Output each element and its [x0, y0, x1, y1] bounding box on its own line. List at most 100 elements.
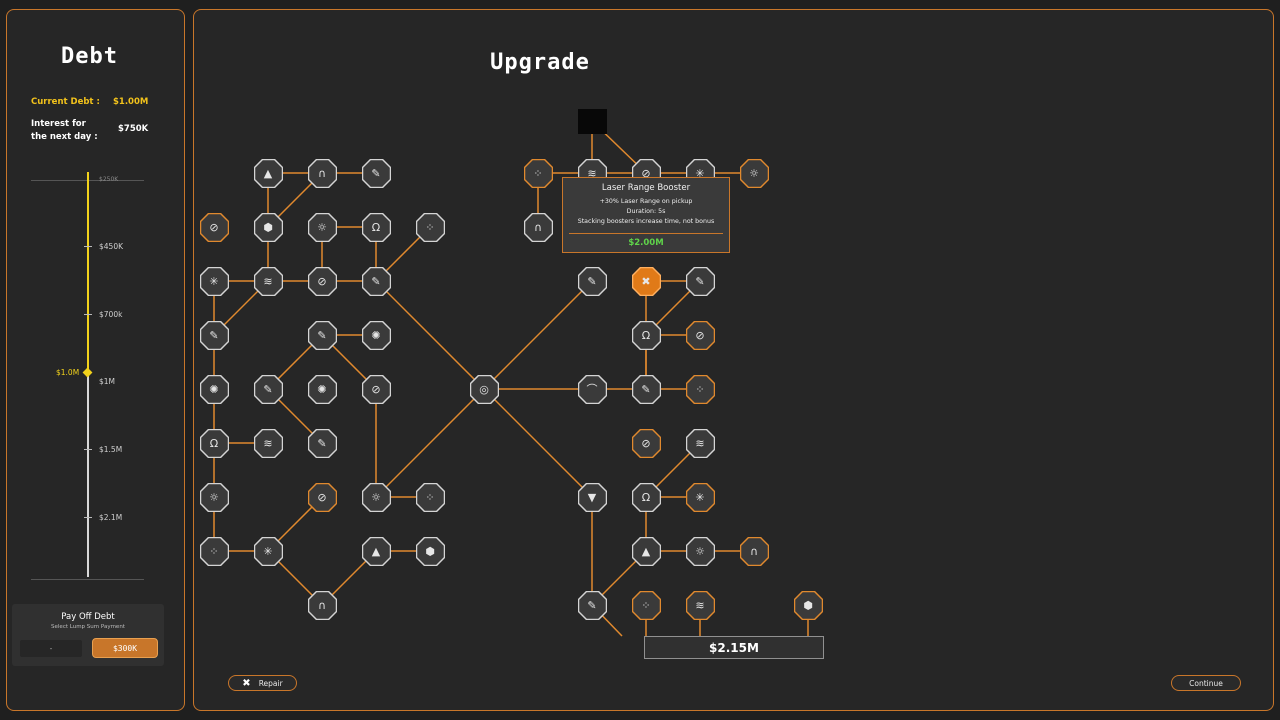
- upgrade-node-icon: ∩: [317, 598, 327, 612]
- upgrade-node-icon: ▲: [371, 544, 381, 558]
- upgrade-node[interactable]: ⁘: [415, 482, 445, 512]
- upgrade-node-icon: Ω: [209, 436, 219, 450]
- upgrade-node[interactable]: ✺: [199, 374, 229, 404]
- upgrade-node[interactable]: ≋: [685, 428, 715, 458]
- upgrade-node-icon: ✎: [209, 328, 219, 342]
- upgrade-node[interactable]: ≋: [253, 266, 283, 296]
- upgrade-node[interactable]: ⬢: [793, 590, 823, 620]
- upgrade-node[interactable]: ⌒: [577, 374, 607, 404]
- upgrade-node[interactable]: ◎: [469, 374, 499, 404]
- upgrade-node[interactable]: ✎: [361, 266, 391, 296]
- upgrade-node[interactable]: Ω: [631, 320, 661, 350]
- upgrade-node-icon: ✺: [317, 382, 327, 396]
- upgrade-node-icon: ≋: [695, 436, 705, 450]
- upgrade-node[interactable]: ⁘: [631, 590, 661, 620]
- upgrade-node[interactable]: ☼: [307, 212, 337, 242]
- upgrade-node-icon: ⁘: [425, 220, 435, 234]
- upgrade-node-icon: ≋: [263, 436, 273, 450]
- upgrade-node[interactable]: ✎: [199, 320, 229, 350]
- upgrade-node[interactable]: ⊘: [361, 374, 391, 404]
- upgrade-node[interactable]: ✎: [361, 158, 391, 188]
- upgrade-node[interactable]: ✎: [685, 266, 715, 296]
- upgrade-node[interactable]: ∩: [307, 158, 337, 188]
- payoff-title: Pay Off Debt: [61, 612, 115, 622]
- interest-value: $750K: [118, 124, 149, 134]
- upgrade-node-icon: ⬢: [803, 598, 813, 612]
- tooltip-line: +30% Laser Range on pickup: [599, 198, 693, 205]
- tree-link: [375, 388, 485, 498]
- upgrade-node-icon: ☼: [209, 490, 219, 504]
- slider-tick: [84, 517, 92, 518]
- upgrade-node[interactable]: ≋: [253, 428, 283, 458]
- upgrade-node[interactable]: ⊘: [685, 320, 715, 350]
- upgrade-node[interactable]: ✺: [361, 320, 391, 350]
- upgrade-node[interactable]: ⁘: [199, 536, 229, 566]
- upgrade-node-icon: ✎: [641, 382, 651, 396]
- upgrade-node[interactable]: ⁘: [685, 374, 715, 404]
- upgrade-node-icon: Ω: [371, 220, 381, 234]
- upgrade-node[interactable]: ✎: [577, 590, 607, 620]
- upgrade-node[interactable]: ✺: [307, 374, 337, 404]
- upgrade-node[interactable]: ✎: [307, 320, 337, 350]
- upgrade-node[interactable]: ∩: [739, 536, 769, 566]
- upgrade-node-icon: ⁘: [641, 598, 651, 612]
- slider-marker-label: $1.0M: [56, 368, 80, 377]
- upgrade-node-icon: ⁘: [695, 382, 705, 396]
- upgrade-node-icon: ⊘: [641, 166, 651, 180]
- upgrade-node-icon: ⊘: [695, 328, 705, 342]
- payoff-subtitle: Select Lump Sum Payment: [51, 624, 125, 630]
- upgrade-node[interactable]: ☼: [361, 482, 391, 512]
- upgrade-node-icon: Ω: [641, 328, 651, 342]
- upgrade-node[interactable]: ☼: [685, 536, 715, 566]
- upgrade-node-icon: ✎: [371, 166, 381, 180]
- continue-button[interactable]: Continue: [1171, 675, 1241, 691]
- repair-label: Repair: [258, 678, 283, 688]
- upgrade-node[interactable]: ✖: [631, 266, 661, 296]
- upgrade-tooltip: Laser Range Booster +30% Laser Range on …: [562, 177, 730, 253]
- debt-title: Debt: [61, 44, 118, 69]
- repair-button[interactable]: ✖ Repair: [228, 675, 297, 691]
- upgrade-node-icon: ⊘: [209, 220, 219, 234]
- upgrade-node[interactable]: ⊘: [307, 482, 337, 512]
- upgrade-node[interactable]: Ω: [631, 482, 661, 512]
- upgrade-node[interactable]: Ω: [199, 428, 229, 458]
- payoff-amount-input[interactable]: [20, 640, 82, 657]
- upgrade-node[interactable]: ⬢: [415, 536, 445, 566]
- upgrade-node-icon: ∩: [317, 166, 327, 180]
- upgrade-node[interactable]: ≋: [685, 590, 715, 620]
- upgrade-node[interactable]: ▲: [631, 536, 661, 566]
- upgrade-node-icon: ✳: [695, 490, 705, 504]
- slider-tick-label: $700k: [99, 310, 123, 319]
- upgrade-node[interactable]: ☼: [199, 482, 229, 512]
- upgrade-node[interactable]: ⁘: [523, 158, 553, 188]
- upgrade-node[interactable]: ∩: [307, 590, 337, 620]
- upgrade-node[interactable]: ⊘: [307, 266, 337, 296]
- upgrade-node[interactable]: ⁘: [415, 212, 445, 242]
- upgrade-node[interactable]: ✎: [631, 374, 661, 404]
- upgrade-node-icon: ⊘: [317, 490, 327, 504]
- upgrade-node-icon: ✺: [371, 328, 381, 342]
- upgrade-node[interactable]: ⊘: [199, 212, 229, 242]
- upgrade-node[interactable]: ⊘: [631, 428, 661, 458]
- upgrade-node[interactable]: ☼: [739, 158, 769, 188]
- locked-node[interactable]: [578, 109, 607, 134]
- upgrade-node-icon: ☼: [317, 220, 327, 234]
- upgrade-node[interactable]: ✎: [307, 428, 337, 458]
- upgrade-node[interactable]: ✎: [253, 374, 283, 404]
- upgrade-node[interactable]: ✳: [199, 266, 229, 296]
- slider-tick: [84, 314, 92, 315]
- upgrade-node[interactable]: ✎: [577, 266, 607, 296]
- payoff-box: Pay Off Debt Select Lump Sum Payment $30…: [12, 604, 164, 666]
- upgrade-node[interactable]: ▲: [361, 536, 391, 566]
- payoff-button[interactable]: $300K: [92, 638, 158, 658]
- upgrade-node[interactable]: ▲: [253, 158, 283, 188]
- upgrade-node[interactable]: ✳: [685, 482, 715, 512]
- upgrade-node[interactable]: ✳: [253, 536, 283, 566]
- upgrade-node-icon: ∩: [749, 544, 759, 558]
- slider-tick-label: $450K: [99, 242, 124, 251]
- upgrade-node[interactable]: Ω: [361, 212, 391, 242]
- upgrade-node[interactable]: ∩: [523, 212, 553, 242]
- upgrade-node[interactable]: ⬢: [253, 212, 283, 242]
- upgrade-node[interactable]: ▼: [577, 482, 607, 512]
- upgrade-panel: [193, 9, 1274, 711]
